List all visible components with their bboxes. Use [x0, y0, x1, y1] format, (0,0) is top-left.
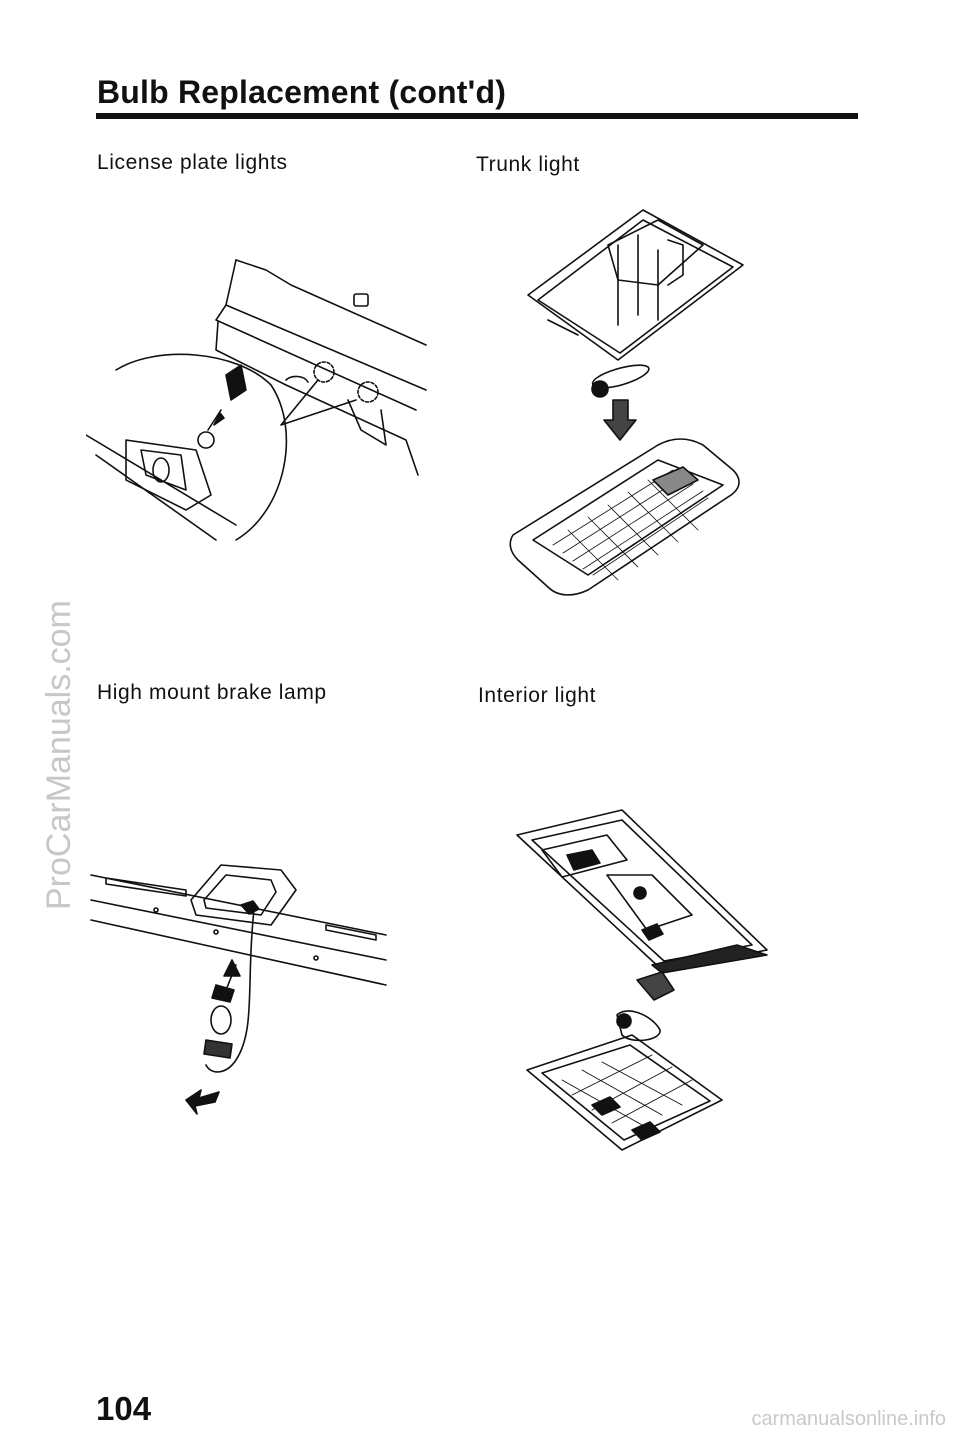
page-number: 104: [96, 1390, 152, 1427]
caption-license-plate-lights: License plate lights: [97, 151, 288, 174]
page-title: Bulb Replacement (cont'd): [97, 74, 507, 110]
license-plate-lights-illustration: [86, 250, 432, 550]
side-watermark: ProCarManuals.com: [40, 600, 78, 910]
title-underline: [96, 113, 858, 119]
caption-trunk-light: Trunk light: [476, 153, 580, 176]
bottom-watermark: carmanualsonline.info: [751, 1408, 946, 1430]
caption-interior-light: Interior light: [478, 684, 597, 707]
interior-light-illustration: [512, 805, 774, 1160]
trunk-light-illustration: [508, 205, 746, 600]
caption-high-mount-brake-lamp: High mount brake lamp: [97, 681, 327, 704]
high-mount-brake-lamp-illustration: [86, 860, 392, 1120]
